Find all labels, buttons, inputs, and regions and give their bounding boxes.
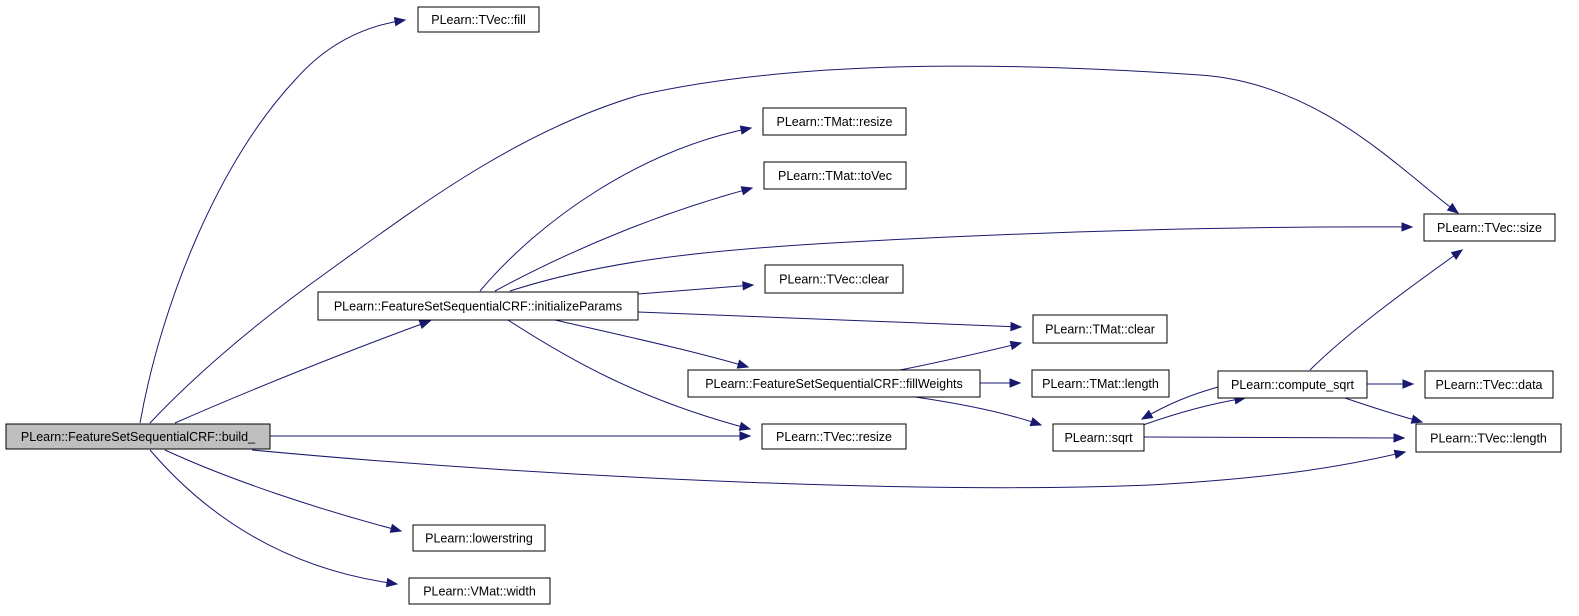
edge-initparams-to-tmat_clear xyxy=(637,311,1022,328)
node-tmat_clear[interactable]: PLearn::TMat::clear xyxy=(1032,314,1168,344)
arrowhead-initparams-to-tvec_clear xyxy=(742,281,755,291)
node-compute_sqrt[interactable]: PLearn::compute_sqrt xyxy=(1217,370,1368,399)
arrowhead-compute_sqrt-to-tvec_size xyxy=(1450,249,1464,260)
arrowhead-fillweights-to-sqrt xyxy=(1029,417,1043,427)
edge-initparams-to-tmat_tovec xyxy=(494,187,753,292)
node-label-tvec_clear: PLearn::TVec::clear xyxy=(779,273,889,287)
node-label-fillweights: PLearn::FeatureSetSequentialCRF::fillWei… xyxy=(705,377,963,391)
edge-initparams-to-tvec_resize xyxy=(507,319,751,430)
edge-compute_sqrt-to-tvec_size xyxy=(1309,249,1463,371)
edge-build-to-initparams xyxy=(174,320,431,424)
node-tmat_tovec[interactable]: PLearn::TMat::toVec xyxy=(763,161,907,190)
node-tvec_resize[interactable]: PLearn::TVec::resize xyxy=(761,423,907,450)
arrowhead-initparams-to-tmat_clear xyxy=(1010,321,1023,332)
arrowhead-sqrt-to-tvec_length xyxy=(1393,433,1406,443)
node-box-fillweights xyxy=(687,369,981,398)
arrowhead-fillweights-to-tmat_clear xyxy=(1009,340,1023,351)
node-label-tvec_fill: PLearn::TVec::fill xyxy=(431,13,526,27)
arrowhead-compute_sqrt-to-tvec_data xyxy=(1402,379,1415,389)
edge-initparams-to-tvec_clear xyxy=(637,284,754,295)
node-label-tvec_data: PLearn::TVec::data xyxy=(1435,378,1542,392)
node-label-tvec_resize: PLearn::TVec::resize xyxy=(776,430,892,444)
arrowhead-fillweights-to-tmat_length xyxy=(1009,378,1022,388)
node-box-tmat_tovec xyxy=(763,161,907,190)
node-label-tmat_length: PLearn::TMat::length xyxy=(1042,377,1159,391)
arrowhead-build-to-lowerstring xyxy=(389,523,403,533)
node-tmat_length[interactable]: PLearn::TMat::length xyxy=(1031,369,1170,398)
node-label-compute_sqrt: PLearn::compute_sqrt xyxy=(1231,378,1355,392)
edge-initparams-to-tmat_resize xyxy=(479,127,752,292)
node-box-tvec_size xyxy=(1423,213,1556,242)
node-box-tvec_fill xyxy=(417,6,540,33)
arrowhead-build-to-tvec_length xyxy=(1393,449,1407,459)
edge-fillweights-to-sqrt xyxy=(914,396,1042,426)
node-tvec_data[interactable]: PLearn::TVec::data xyxy=(1424,370,1554,399)
node-box-compute_sqrt xyxy=(1217,370,1368,399)
arrowhead-build-to-tvec_fill xyxy=(393,17,407,27)
node-label-sqrt: PLearn::sqrt xyxy=(1064,431,1133,445)
node-initparams[interactable]: PLearn::FeatureSetSequentialCRF::initial… xyxy=(317,291,639,321)
edge-sqrt-to-tvec_length xyxy=(1143,436,1405,439)
node-box-tmat_clear xyxy=(1032,314,1168,344)
node-box-tmat_length xyxy=(1031,369,1170,398)
node-box-tvec_data xyxy=(1424,370,1554,399)
node-label-tmat_resize: PLearn::TMat::resize xyxy=(776,115,892,129)
node-box-vmat_width xyxy=(408,577,551,605)
node-label-initparams: PLearn::FeatureSetSequentialCRF::initial… xyxy=(334,300,622,314)
arrowhead-build-to-tvec_size xyxy=(1446,202,1460,214)
node-label-lowerstring: PLearn::lowerstring xyxy=(425,532,533,546)
arrowhead-build-to-initparams xyxy=(418,320,432,330)
edge-build-to-tvec_fill xyxy=(139,19,406,424)
arrowhead-build-to-vmat_width xyxy=(385,577,399,588)
node-box-sqrt xyxy=(1052,423,1145,452)
edge-build-to-vmat_width xyxy=(149,449,398,585)
node-box-tmat_resize xyxy=(762,107,907,136)
node-tvec_clear[interactable]: PLearn::TVec::clear xyxy=(764,264,904,294)
node-box-initparams xyxy=(317,291,639,321)
node-lowerstring[interactable]: PLearn::lowerstring xyxy=(412,524,546,552)
edge-build-to-tvec_size xyxy=(149,65,1459,424)
arrowhead-build-to-tvec_resize xyxy=(739,431,752,441)
node-label-tvec_length: PLearn::TVec::length xyxy=(1430,432,1547,446)
arrowhead-initparams-to-tmat_resize xyxy=(739,125,753,135)
node-tvec_fill[interactable]: PLearn::TVec::fill xyxy=(417,6,540,33)
node-box-tvec_length xyxy=(1415,423,1562,453)
node-label-build: PLearn::FeatureSetSequentialCRF::build_ xyxy=(21,430,256,444)
arrowhead-initparams-to-tmat_tovec xyxy=(740,186,754,196)
node-label-tmat_tovec: PLearn::TMat::toVec xyxy=(778,169,892,183)
node-label-tmat_clear: PLearn::TMat::clear xyxy=(1045,323,1155,337)
arrowhead-compute_sqrt-to-tvec_length xyxy=(1410,414,1424,424)
edge-build-to-lowerstring xyxy=(164,449,402,532)
edge-sqrt-to-compute_sqrt xyxy=(1142,397,1246,426)
edge-compute_sqrt-to-tvec_length xyxy=(1344,397,1423,423)
node-tvec_length[interactable]: PLearn::TVec::length xyxy=(1415,423,1562,453)
node-box-tvec_resize xyxy=(761,423,907,450)
edges-layer xyxy=(139,17,1464,588)
node-fillweights[interactable]: PLearn::FeatureSetSequentialCRF::fillWei… xyxy=(687,369,981,398)
node-box-lowerstring xyxy=(412,524,546,552)
node-sqrt[interactable]: PLearn::sqrt xyxy=(1052,423,1145,452)
node-label-vmat_width: PLearn::VMat::width xyxy=(423,585,536,599)
edge-build-to-tvec_length xyxy=(251,449,1406,489)
node-build: PLearn::FeatureSetSequentialCRF::build_ xyxy=(5,423,271,450)
node-vmat_width[interactable]: PLearn::VMat::width xyxy=(408,577,551,605)
arrowhead-initparams-to-tvec_size xyxy=(1401,222,1414,232)
node-tvec_size[interactable]: PLearn::TVec::size xyxy=(1423,213,1556,242)
node-box-build xyxy=(5,423,271,450)
edge-initparams-to-fillweights xyxy=(554,319,749,368)
arrowhead-initparams-to-fillweights xyxy=(736,359,750,369)
node-tmat_resize[interactable]: PLearn::TMat::resize xyxy=(762,107,907,136)
arrowhead-compute_sqrt-to-sqrt xyxy=(1140,409,1154,420)
nodes-layer: PLearn::FeatureSetSequentialCRF::build_P… xyxy=(5,6,1562,605)
arrowhead-initparams-to-tvec_resize xyxy=(738,421,752,431)
node-label-tvec_size: PLearn::TVec::size xyxy=(1437,221,1542,235)
node-box-tvec_clear xyxy=(764,264,904,294)
edge-fillweights-to-tmat_clear xyxy=(899,342,1022,371)
edge-initparams-to-tvec_size xyxy=(509,226,1413,292)
